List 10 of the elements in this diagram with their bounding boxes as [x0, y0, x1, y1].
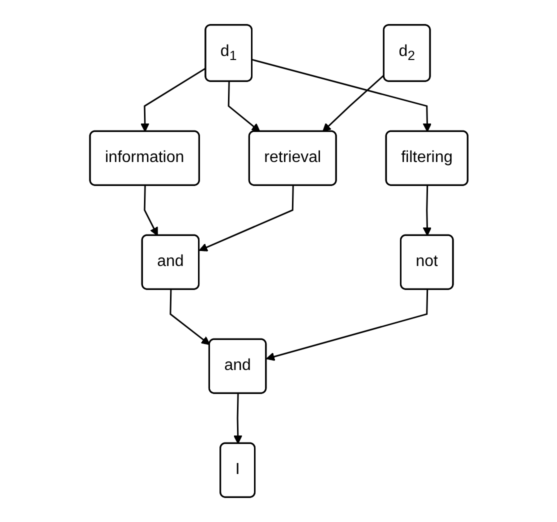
arrow: [228, 82, 260, 132]
arrow: [422, 186, 432, 236]
arrow: [198, 186, 294, 252]
arrow: [140, 68, 206, 132]
arrow: [266, 290, 428, 361]
arrow: [144, 186, 158, 236]
arrow: [322, 74, 384, 132]
arrow: [252, 58, 432, 132]
arrow: [233, 394, 242, 444]
arrow: [169, 290, 210, 346]
